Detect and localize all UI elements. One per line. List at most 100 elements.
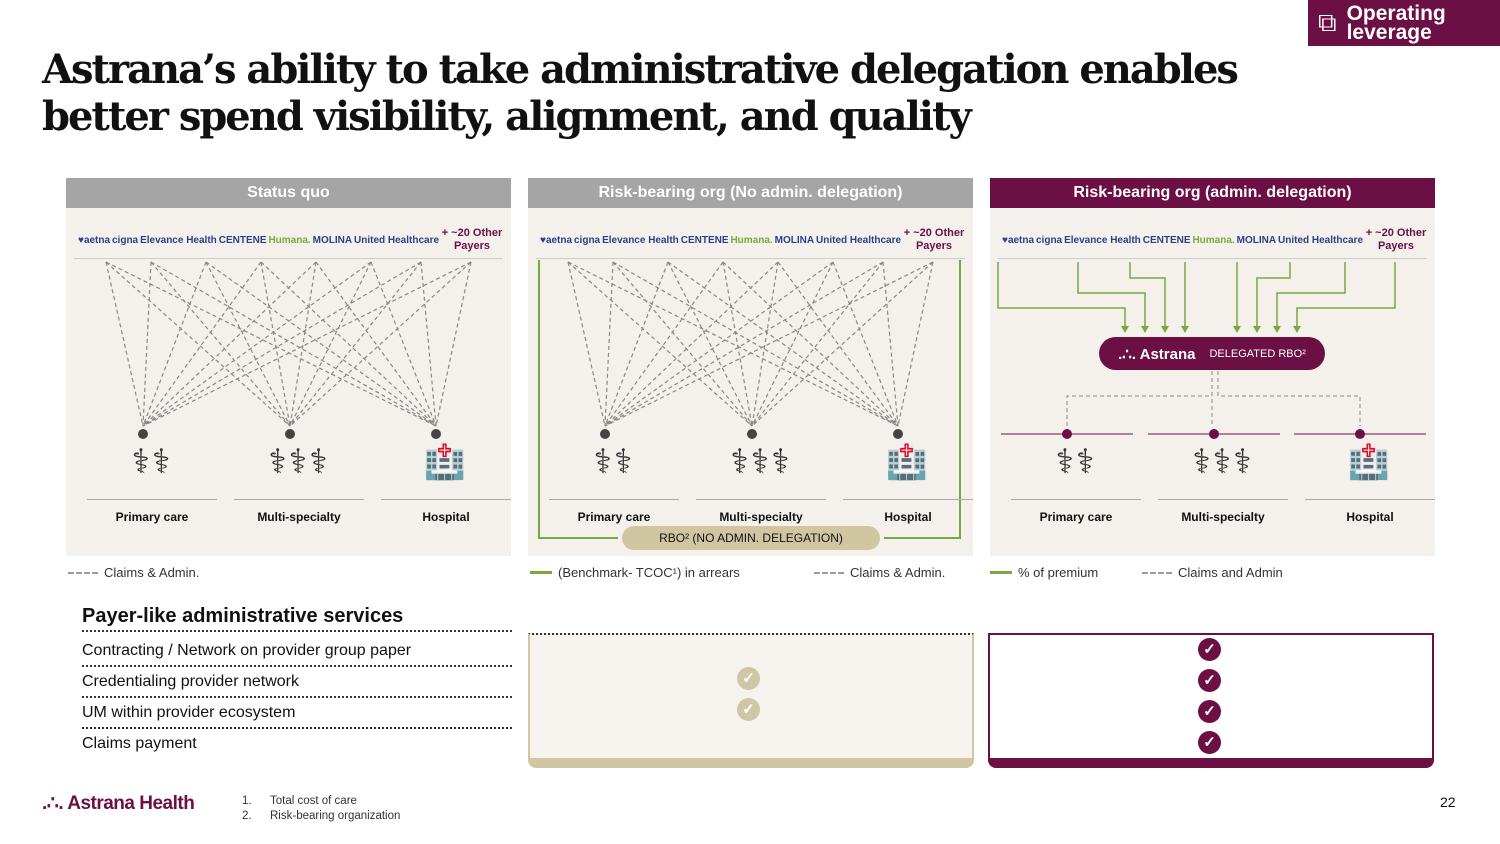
page-number: 22 <box>1440 794 1456 810</box>
premium-line <box>1296 262 1396 328</box>
claims-admin-line <box>105 261 291 427</box>
claims-admin-line <box>435 261 472 427</box>
check-icon: ✓ <box>1198 638 1221 661</box>
services-heading: Payer-like administrative services <box>82 605 512 632</box>
claims-admin-line <box>142 261 207 427</box>
payer-logo: MOLINA <box>774 234 815 246</box>
claims-admin-line <box>612 261 899 427</box>
service-row: UM within provider ecosystem <box>82 698 512 729</box>
premium-line <box>1256 262 1291 328</box>
specialists-icon: ⚕⚕⚕ <box>730 443 792 481</box>
claims-admin-line <box>612 261 753 427</box>
column-multi-specialty: ⚕⚕⚕Multi-specialty <box>234 442 364 524</box>
column-primary-care: ⚕⚕Primary care <box>87 442 217 524</box>
provider-node <box>285 429 295 439</box>
service-row: Credentialing provider network <box>82 667 512 698</box>
provider-node <box>600 429 610 439</box>
claims-admin-line <box>567 261 753 427</box>
check-icon: ✓ <box>1198 731 1221 754</box>
claims-admin-line <box>205 261 437 427</box>
claims-admin-line <box>604 261 884 427</box>
column-hospital: 🏥Hospital <box>1305 442 1435 524</box>
panel-2: Risk-bearing org (No admin. delegation) … <box>528 178 973 556</box>
claims-admin-line <box>260 261 291 427</box>
page-title: Astrana’s ability to take administrative… <box>42 46 1239 140</box>
check-icon: ✓ <box>737 698 760 721</box>
provider-node <box>431 429 441 439</box>
arrow-head <box>1121 326 1129 333</box>
legend-p3-green: % of premium <box>990 565 1098 580</box>
claims-admin-line <box>105 261 144 427</box>
arrow-head <box>1273 326 1281 333</box>
legend-p2-green: (Benchmark- TCOC¹) in arrears <box>530 565 740 580</box>
column-primary-care: ⚕⚕Primary care <box>549 442 679 524</box>
claims-admin-line <box>604 261 614 427</box>
claims-admin-line <box>722 261 753 427</box>
claims-admin-line <box>832 261 899 427</box>
payer-logo: + ~20 Other Payers <box>1365 227 1427 252</box>
service-row: Contracting / Network on provider group … <box>82 636 512 667</box>
payer-logo: ♥aetna <box>78 234 111 246</box>
claims-admin-line <box>150 261 437 427</box>
claims-admin-line <box>604 261 779 427</box>
payer-logo: ♥aetna <box>540 234 573 246</box>
column-hospital: 🏥Hospital <box>843 442 973 524</box>
payer-logo: CENTENE <box>680 234 729 246</box>
claims-admin-line <box>420 261 437 427</box>
rbo-pill: RBO² (NO ADMIN. DELEGATION) <box>622 526 880 550</box>
doctors-icon: ⚕⚕ <box>131 443 173 481</box>
check-icon: ✓ <box>737 667 760 690</box>
claims-admin-line <box>150 261 291 427</box>
legend-p1: Claims & Admin. <box>68 565 199 580</box>
puzzle-icon: ⧉ <box>1318 7 1337 37</box>
premium-line <box>1129 262 1166 328</box>
payer-logo: Humana. <box>268 234 311 246</box>
specialists-icon: ⚕⚕⚕ <box>1192 443 1254 481</box>
check-icon: ✓ <box>1198 669 1221 692</box>
footnotes: 1.Total cost of care 2.Risk-bearing orga… <box>242 795 401 822</box>
panel-3: Risk-bearing org (admin. delegation) ♥ae… <box>990 178 1435 556</box>
payer-logo: United Healthcare <box>1278 234 1364 246</box>
payer-logo: United Healthcare <box>816 234 902 246</box>
panel-title: Status quo <box>66 178 511 208</box>
payer-logo: + ~20 Other Payers <box>441 227 503 252</box>
payer-logo: CENTENE <box>218 234 267 246</box>
premium-line <box>1276 262 1346 328</box>
claims-admin-line <box>289 261 372 427</box>
service-row: Claims payment <box>82 735 197 752</box>
claims-admin-line <box>142 261 152 427</box>
flow-diagram <box>538 260 961 539</box>
claims-admin-line <box>205 261 291 427</box>
payer-logo: Elevance Health <box>140 234 217 246</box>
payer-logo: MOLINA <box>312 234 353 246</box>
column-primary-care: ⚕⚕Primary care <box>1011 442 1141 524</box>
payer-logo: MOLINA <box>1236 234 1277 246</box>
section-badge: ⧉ Operating leverage <box>1308 0 1500 46</box>
payer-logo: Elevance Health <box>1064 234 1141 246</box>
arrow-head <box>1233 326 1241 333</box>
claims-admin-line <box>370 261 437 427</box>
hospital-icon: 🏥 <box>423 443 469 481</box>
payer-logo: + ~20 Other Payers <box>903 227 965 252</box>
payer-logo: Humana. <box>730 234 773 246</box>
claims-admin-line <box>142 261 262 427</box>
check-icon: ✓ <box>1198 700 1221 723</box>
arrow-head <box>1141 326 1149 333</box>
badge-label: Operating leverage <box>1346 2 1446 44</box>
claims-admin-line <box>567 261 899 427</box>
claims-line <box>1066 371 1213 426</box>
flow-diagram <box>105 261 472 439</box>
claims-admin-line <box>260 261 437 427</box>
doctors-icon: ⚕⚕ <box>593 443 635 481</box>
claims-admin-line <box>604 261 669 427</box>
premium-line <box>997 262 1126 328</box>
panel-title: Risk-bearing org (admin. delegation) <box>990 178 1435 208</box>
doctors-icon: ⚕⚕ <box>1055 443 1097 481</box>
legend-p2-dash: Claims & Admin. <box>814 565 945 580</box>
payer-logo: Elevance Health <box>602 234 679 246</box>
